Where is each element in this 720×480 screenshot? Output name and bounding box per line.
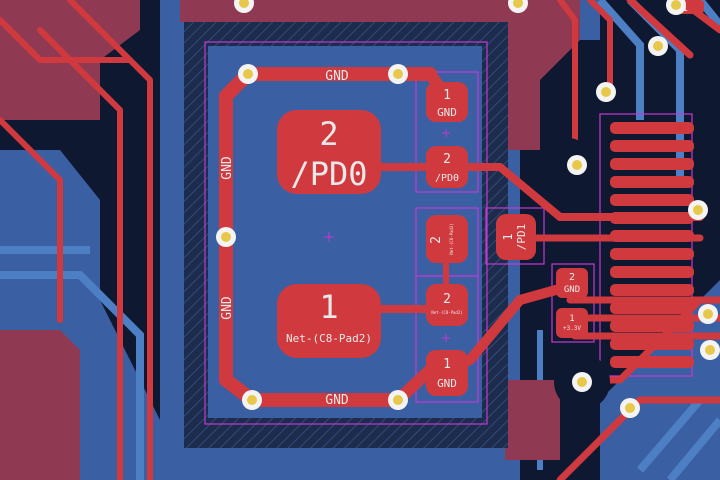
big-pad-1-number: 1 xyxy=(319,288,338,326)
big-pad-2[interactable] xyxy=(277,110,381,194)
big-pad-2-number: 2 xyxy=(319,115,338,153)
small-pad-2[interactable] xyxy=(556,268,588,298)
pd1-pad-net: /PD1 xyxy=(515,224,528,251)
small-pin1-net: +3.3V xyxy=(563,325,581,332)
cap-bot-pin1-number: 1 xyxy=(443,357,451,372)
cap-mid-pin2-net: Net-(C8-Pad2) xyxy=(449,223,454,254)
front-copper-pours xyxy=(0,0,580,480)
big-pad-1[interactable] xyxy=(277,284,381,358)
small-pin2-number: 2 xyxy=(569,272,575,283)
gnd-label-bottom: GND xyxy=(325,393,349,408)
gnd-label-top: GND xyxy=(325,69,349,84)
cap-bot-pin2-number: 2 xyxy=(443,292,451,307)
cap-top-pin2-number: 2 xyxy=(443,152,451,167)
cap-bot-pad-1[interactable] xyxy=(426,350,468,396)
cap-top-pad-1[interactable] xyxy=(426,82,468,122)
corner-pad-number: 1 xyxy=(682,3,688,14)
gnd-label-left-lower: GND xyxy=(220,296,235,320)
cap-top-pin2-net: /PD0 xyxy=(435,173,459,184)
small-pin2-net: GND xyxy=(564,285,580,295)
big-pad-1-net: Net-(C8-Pad2) xyxy=(286,332,372,345)
cap-mid-pad-2[interactable] xyxy=(426,215,468,263)
small-pin1-number: 1 xyxy=(569,314,574,324)
big-pad-2-net: /PD0 xyxy=(290,155,367,193)
gnd-label-left-upper: GND xyxy=(220,156,235,180)
courtyard-outlines xyxy=(204,41,693,425)
cap-top-pin1-net: GND xyxy=(437,106,457,119)
vias[interactable] xyxy=(216,0,720,418)
pd1-pad-number: 1 xyxy=(501,233,515,240)
cap-bot-pin2-net: Net-(C8-Pad2) xyxy=(431,310,462,315)
small-pad-1[interactable] xyxy=(556,308,588,338)
cap-top-pin1-number: 1 xyxy=(443,88,451,103)
cap-top-pad-2[interactable] xyxy=(426,146,468,188)
pd1-pad[interactable] xyxy=(496,214,536,260)
cap-bot-pad-2[interactable] xyxy=(426,284,468,326)
ic-pads[interactable] xyxy=(610,122,694,368)
cap-bot-pin1-net: GND xyxy=(437,377,457,390)
cap-mid-pin2-number: 2 xyxy=(429,236,444,244)
origin-markers xyxy=(324,129,450,342)
